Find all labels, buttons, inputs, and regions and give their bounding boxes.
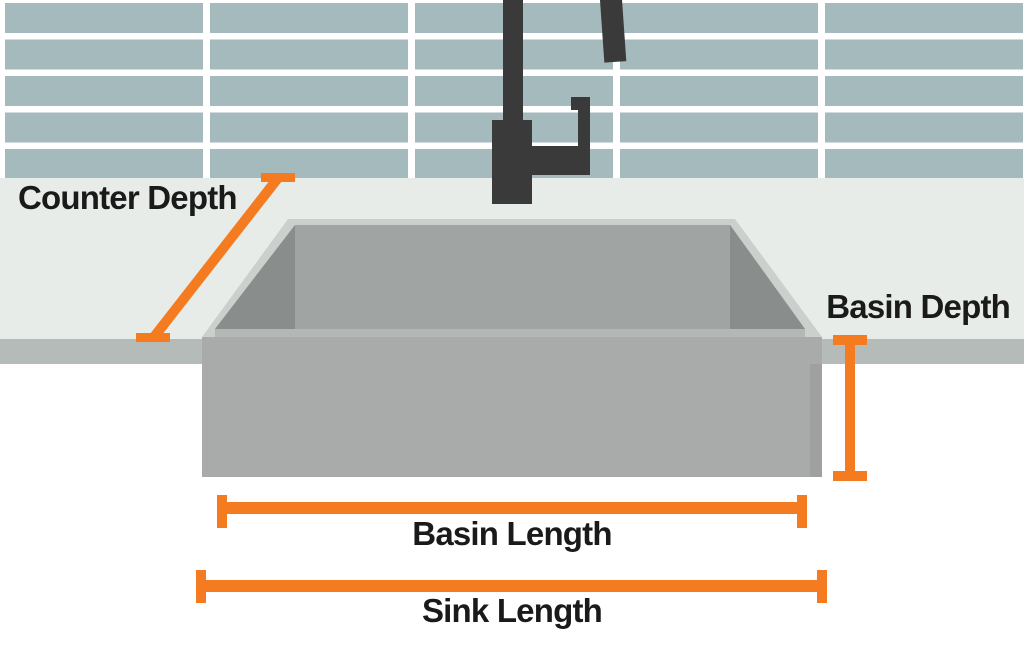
sink-apron-side-shade xyxy=(810,364,822,477)
basin-depth-cap-top xyxy=(833,335,867,345)
counter-depth-cap-top xyxy=(261,173,295,182)
sink-length-cap-left xyxy=(196,570,206,603)
sink-length-cap-right xyxy=(817,570,827,603)
sink-apron xyxy=(202,337,822,477)
sink-length-line xyxy=(196,570,827,603)
counter-depth-cap-bottom xyxy=(136,333,170,342)
faucet-handle xyxy=(599,0,627,63)
basin-length-cap-left xyxy=(217,495,227,528)
basin-depth-cap-bottom xyxy=(833,471,867,481)
sink-length-shaft xyxy=(201,580,822,592)
basin-length-line xyxy=(217,495,807,528)
basin-back-wall xyxy=(215,225,805,329)
basin-left-wall xyxy=(215,225,295,329)
faucet-neck xyxy=(503,0,523,125)
sink xyxy=(202,219,822,477)
faucet-icon xyxy=(492,0,627,204)
faucet-body xyxy=(492,120,532,204)
basin-front-rim xyxy=(215,329,805,337)
basin-right-wall xyxy=(730,225,805,329)
counter-depth-shaft xyxy=(150,174,282,341)
basin-depth-shaft xyxy=(845,340,855,476)
basin-depth-line xyxy=(833,335,867,481)
counter-depth-line xyxy=(136,173,295,342)
basin-length-shaft xyxy=(222,502,802,514)
dimension-lines xyxy=(136,173,867,603)
faucet-spout-outlet xyxy=(571,97,590,110)
faucet-spout-riser xyxy=(578,97,590,175)
basin-length-cap-right xyxy=(797,495,807,528)
